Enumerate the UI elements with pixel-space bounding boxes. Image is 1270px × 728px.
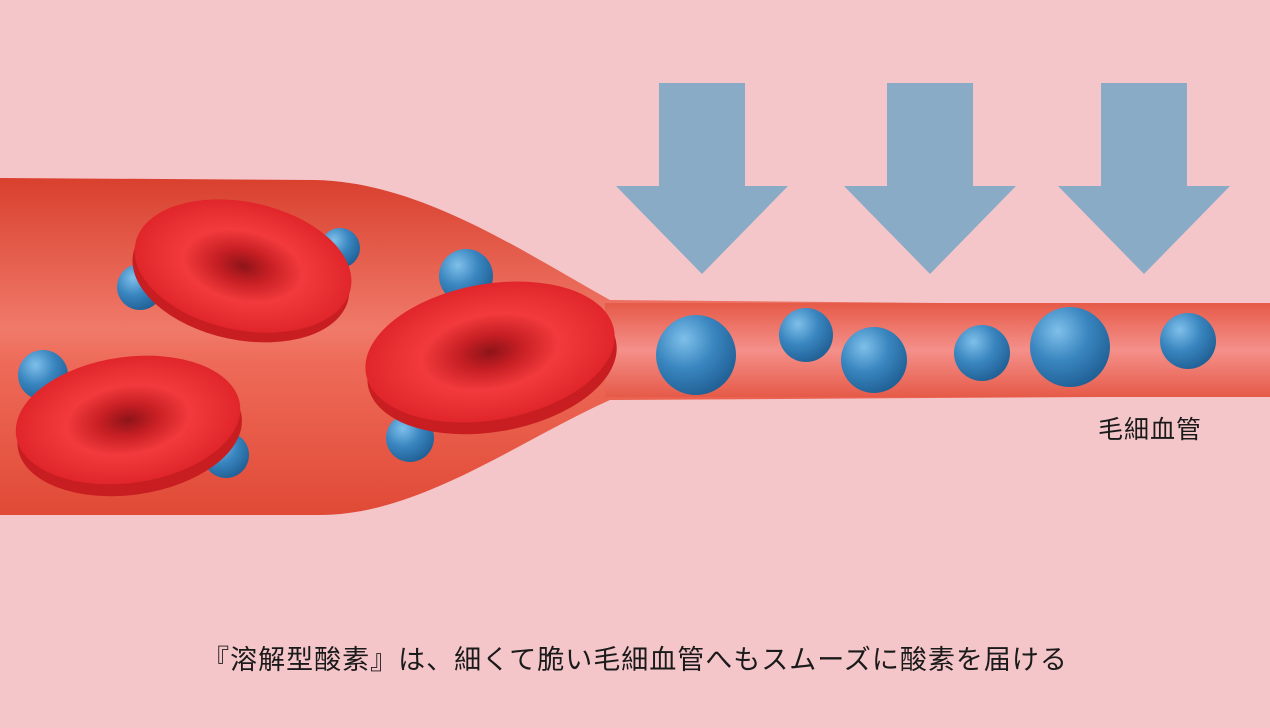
arrow-down-icon: [1058, 83, 1230, 274]
arrow-down-icon: [844, 83, 1016, 274]
arrow-down-icon: [616, 83, 788, 274]
oxygen-molecule-icon: [841, 327, 907, 393]
capillary-label: 毛細血管: [1098, 415, 1203, 444]
red-blood-cell-icon: [132, 199, 352, 343]
red-blood-cell-icon: [365, 281, 617, 435]
oxygen-molecule-icon: [779, 308, 833, 362]
oxygen-molecule-icon: [1030, 307, 1110, 387]
oxygen-molecule-icon: [656, 315, 736, 395]
oxygen-molecule-icon: [954, 325, 1010, 381]
oxygen-molecule-icon: [1160, 313, 1216, 369]
caption-text: 『溶解型酸素』は、細くて脆い毛細血管へもスムーズに酸素を届ける: [202, 645, 1068, 676]
red-blood-cell-icon: [15, 355, 242, 497]
